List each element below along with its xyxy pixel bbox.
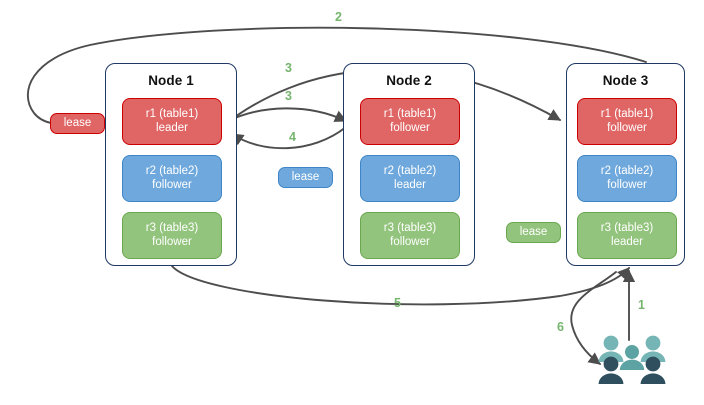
edge-step-3-lower (225, 107, 348, 123)
replica-box-n1r2[interactable]: r2 (table2) follower (122, 155, 222, 202)
node-title: Node 2 (386, 73, 432, 88)
replica-label-line1: r1 (table1) (383, 108, 437, 120)
replica-label-line1: r3 (table3) (600, 222, 654, 234)
replica-label-line1: r3 (table3) (383, 222, 437, 234)
replica-label-line1: r2 (table2) (145, 165, 199, 177)
replica-box-n2r2[interactable]: r2 (table2) leader (360, 155, 460, 202)
replica-label-line2: follower (607, 178, 647, 191)
replica-label-line1: r1 (table1) (145, 108, 199, 120)
replica-box-n3r3[interactable]: r3 (table3) leader (577, 212, 677, 259)
replica-box-n2r1[interactable]: r1 (table1) follower (360, 98, 460, 145)
step-label-1: 1 (638, 298, 645, 312)
replica-label-line1: r2 (table2) (383, 165, 437, 177)
replica-label-line2: follower (390, 235, 430, 248)
replica-label-line2: follower (152, 235, 192, 248)
replica-box-n3r1[interactable]: r1 (table1) follower (577, 98, 677, 145)
replica-label-line2: leader (394, 178, 426, 191)
replica-label-line2: follower (607, 121, 647, 134)
replica-box-n3r2[interactable]: r2 (table2) follower (577, 155, 677, 202)
replica-label-line2: follower (390, 121, 430, 134)
replica-box-n1r3[interactable]: r3 (table3) follower (122, 212, 222, 259)
step-label-3a: 3 (285, 61, 292, 75)
node-title: Node 1 (148, 73, 194, 88)
replica-label-line1: r1 (table1) (600, 108, 654, 120)
replica-label-line2: leader (611, 235, 643, 248)
step-label-4: 4 (289, 130, 296, 144)
lease-chip-r1[interactable]: lease (50, 113, 105, 134)
lease-chip-r2[interactable]: lease (278, 167, 333, 188)
replica-box-n1r1[interactable]: r1 (table1) leader (122, 98, 222, 145)
step-label-3b: 3 (285, 89, 292, 103)
step-label-2: 2 (335, 10, 342, 24)
node-title: Node 3 (602, 73, 649, 88)
step-label-5: 5 (394, 296, 401, 310)
replica-label-line2: leader (156, 121, 188, 134)
node-container-node1[interactable]: Node 1 r1 (table1) leader r2 (table2) fo… (105, 63, 237, 266)
node-container-node3[interactable]: Node 3 r1 (table1) follower r2 (table2) … (566, 63, 685, 266)
people-group-icon (598, 335, 666, 384)
replica-label-line2: follower (152, 178, 192, 191)
lease-chip-r3[interactable]: lease (506, 222, 561, 243)
replica-label-line1: r3 (table3) (145, 222, 199, 234)
step-label-6: 6 (557, 320, 564, 334)
node-container-node2[interactable]: Node 2 r1 (table1) follower r2 (table2) … (343, 63, 475, 266)
replica-box-n2r3[interactable]: r3 (table3) follower (360, 212, 460, 259)
replica-label-line1: r2 (table2) (600, 165, 654, 177)
